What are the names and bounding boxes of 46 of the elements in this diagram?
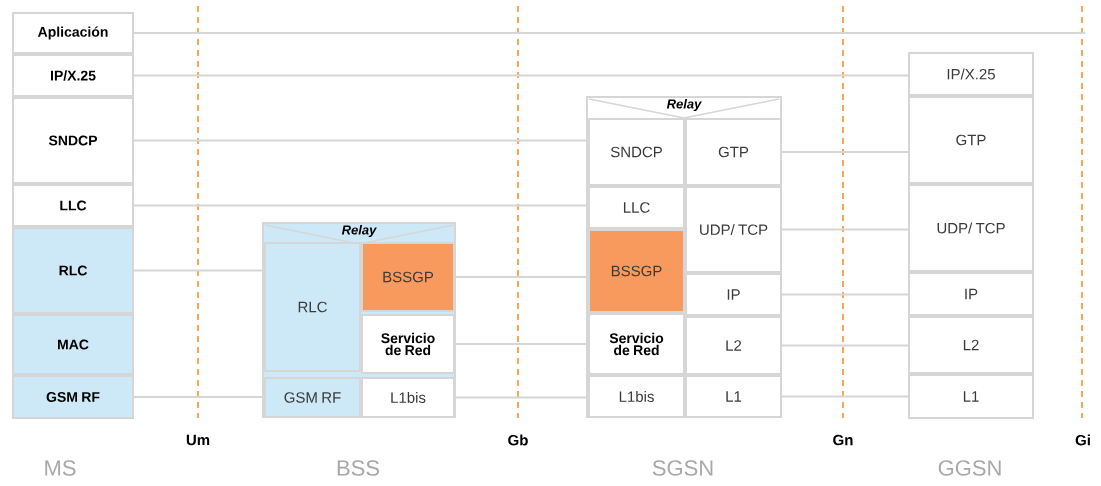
protocol-layer-box: SNDCP [588, 118, 685, 186]
protocol-layer-box: L1 [685, 375, 782, 418]
connector-line [781, 228, 909, 231]
protocol-layer-box: IP [685, 273, 782, 316]
interface-label: Gi [1075, 434, 1090, 446]
protocol-layer-box: L2 [908, 316, 1034, 374]
connector-line [781, 395, 909, 398]
connector-line [781, 293, 909, 296]
protocol-layer-box: RLC [12, 227, 134, 314]
protocol-layer-box: IP [908, 272, 1034, 316]
protocol-layer-box: L1bis [588, 375, 685, 418]
protocol-layer-box: Aplicación [12, 12, 134, 54]
network-element-label: MS [45, 460, 76, 476]
connector-line [454, 343, 589, 345]
protocol-layer-box: RLC [264, 242, 361, 372]
connector-line [454, 276, 589, 278]
network-element-label: BSS [337, 460, 379, 476]
protocol-layer-box: L1 [908, 374, 1034, 419]
connector-line [133, 204, 589, 207]
protocol-layer-box: L2 [685, 316, 782, 375]
protocol-layer-box: MAC [12, 314, 134, 375]
protocol-layer-box: BSSGP [361, 242, 455, 312]
connector-line [133, 269, 265, 272]
connector-line [133, 32, 1086, 34]
protocol-layer-box: IP/X.25 [12, 54, 134, 97]
protocol-layer-box: LLC [12, 184, 134, 227]
connector-line [781, 151, 909, 153]
protocol-layer-box: GSM RF [12, 375, 134, 419]
interface-label: Gn [833, 434, 853, 446]
protocol-layer-box: LLC [588, 186, 685, 229]
network-element-label: SGSN [652, 460, 713, 476]
interface-label: Gb [508, 434, 528, 446]
protocol-layer-box: Servicio de Red [588, 313, 685, 375]
protocol-layer-box: BSSGP [588, 229, 685, 313]
protocol-layer-box: GTP [685, 118, 782, 186]
network-element-label: GGSN [938, 460, 1001, 476]
protocol-layer-box: IP/X.25 [908, 52, 1034, 96]
protocol-layer-box: GSM RF [264, 377, 361, 418]
connector-line [133, 74, 909, 77]
protocol-layer-box: Servicio de Red [361, 314, 455, 374]
connector-line [454, 396, 589, 399]
interface-label: Um [186, 434, 210, 446]
connector-line [133, 139, 589, 142]
connector-line [781, 344, 909, 347]
connector-line [133, 396, 265, 398]
protocol-layer-box: L1bis [361, 377, 455, 418]
